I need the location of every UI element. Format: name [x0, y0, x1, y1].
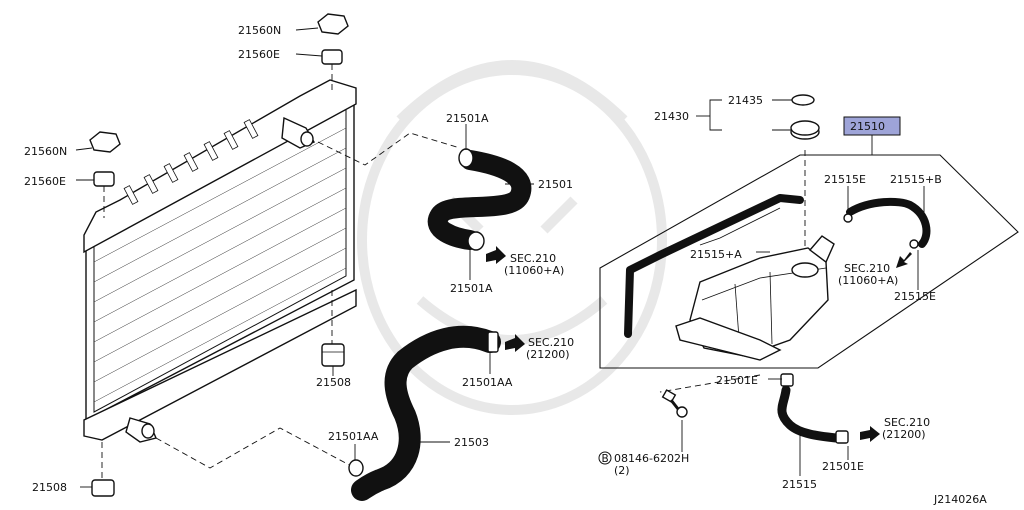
reservoir-hose-21515 — [777, 373, 849, 444]
label-21560N-top: 21560N — [238, 24, 281, 37]
label-bolt-qty: (2) — [614, 464, 630, 477]
arrow-right-icon — [860, 426, 880, 442]
label-21501A-bottom: 21501A — [450, 282, 493, 295]
label-21508-bottom: 21508 — [32, 481, 67, 494]
mount-lower-left — [91, 479, 115, 497]
label-21501E-right: 21501E — [822, 460, 864, 473]
seal-21435 — [791, 94, 815, 106]
section-ref-2-sub: (21200) — [526, 348, 570, 361]
mount-lower-right — [321, 343, 345, 367]
leader-lines — [75, 27, 925, 488]
radiator — [83, 79, 357, 443]
section-ref-2-title: SEC.210 — [528, 336, 574, 349]
section-ref-4-title: SEC.210 — [884, 416, 930, 429]
label-21435: 21435 — [728, 94, 763, 107]
section-ref-4-sub: (21200) — [882, 428, 926, 441]
part-21510-highlight — [843, 116, 901, 136]
label-21510: 21510 — [850, 120, 885, 133]
section-ref-3-title: SEC.210 — [844, 262, 890, 275]
radiator-dash-lines — [101, 64, 806, 480]
arrows — [486, 246, 912, 442]
label-bolt-symbol: B — [602, 453, 609, 465]
bolt-symbol-ring — [598, 451, 612, 465]
label-21515A: 21515+A — [690, 248, 742, 261]
label-21560E-left: 21560E — [24, 175, 66, 188]
section-ref-1-sub: (11060+A) — [504, 264, 564, 277]
section-ref-3-sub: (11060+A) — [838, 274, 898, 287]
label-21503: 21503 — [454, 436, 489, 449]
label-21560N-left: 21560N — [24, 145, 67, 158]
label-21501A-top: 21501A — [446, 112, 489, 125]
mount-upper-right — [317, 13, 349, 65]
label-21560E-top: 21560E — [238, 48, 280, 61]
label-21430: 21430 — [654, 110, 689, 123]
upper-hose-21501 — [427, 148, 532, 251]
arrow-right-icon — [505, 334, 525, 352]
label-21515B: 21515+B — [890, 173, 942, 186]
label-bolt-code: 08146-6202H — [614, 452, 689, 465]
mount-upper-left — [89, 131, 121, 187]
bolt-08146-6202H — [661, 389, 688, 418]
radiator-cap-21430 — [790, 120, 820, 140]
arrow-down-left-icon — [896, 252, 912, 268]
label-21515: 21515 — [782, 478, 817, 491]
label-21508-mid: 21508 — [316, 376, 351, 389]
label-21515E-top: 21515E — [824, 173, 866, 186]
label-21501AA-low: 21501AA — [328, 430, 379, 443]
label-21501: 21501 — [538, 178, 573, 191]
reservoir-assembly — [599, 154, 1019, 369]
section-ref-1-title: SEC.210 — [510, 252, 556, 265]
labels: 21560N 21560E 21560N 21560E 21508 21508 … — [24, 24, 987, 506]
diagram-code: J214026A — [933, 493, 987, 506]
arrow-right-icon — [486, 246, 506, 264]
label-21515E-right: 21515E — [894, 290, 936, 303]
label-21501AA-mid: 21501AA — [462, 376, 513, 389]
lower-hose-21503 — [348, 325, 501, 501]
watermark-emblem — [357, 60, 667, 415]
label-21501E-left: 21501E — [716, 374, 758, 387]
